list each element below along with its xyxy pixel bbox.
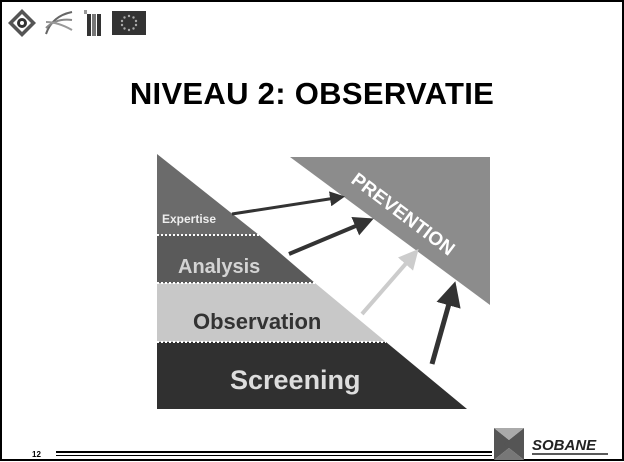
arrow-screening — [429, 281, 461, 365]
page-number: 12 — [32, 450, 41, 459]
slide-title: NIVEAU 2: OBSERVATIE — [129, 76, 495, 111]
level-analysis — [157, 235, 315, 283]
level-screening — [157, 342, 467, 409]
footer-rule — [56, 451, 492, 453]
arrow-analysis — [288, 216, 374, 256]
level-observation — [157, 283, 386, 342]
label-screening: Screening — [230, 365, 361, 395]
wave-logo-icon — [45, 11, 73, 35]
arrow-expertise — [231, 191, 345, 216]
sobane-logo: SOBANE — [494, 428, 608, 460]
gear-heart-logo-icon — [8, 9, 36, 37]
flag-logo-icon — [84, 10, 101, 36]
sobane-logo-text: SOBANE — [532, 437, 597, 454]
eu-stars-logo-icon — [112, 11, 146, 35]
label-expertise: Expertise — [162, 212, 216, 226]
footer-rule — [56, 455, 492, 456]
label-analysis: Analysis — [178, 256, 260, 278]
arrow-observation — [360, 248, 419, 316]
label-observation: Observation — [193, 309, 321, 334]
